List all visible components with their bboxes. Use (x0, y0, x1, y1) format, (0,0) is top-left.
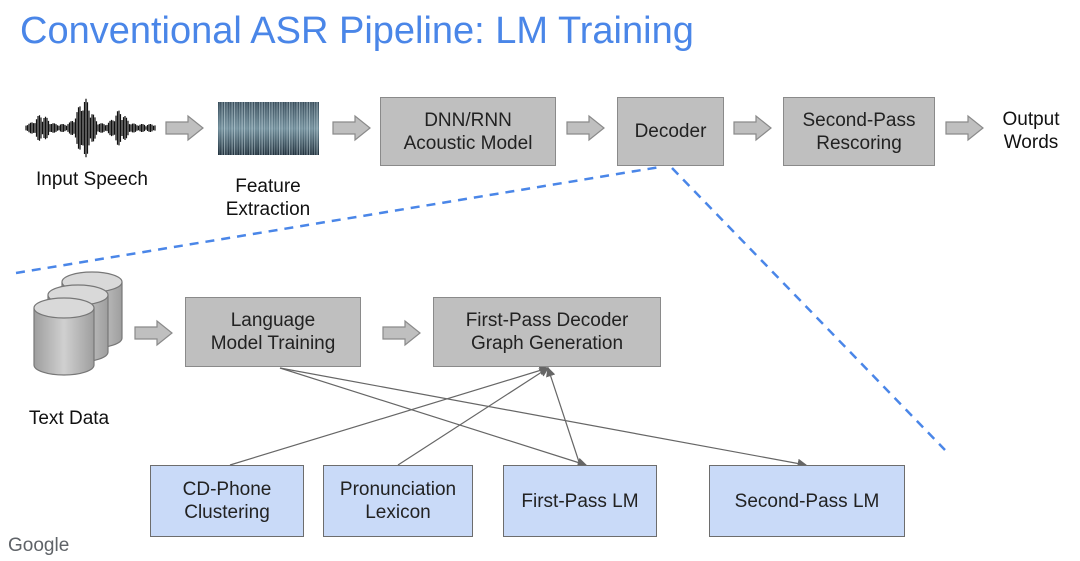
first-pass-graph-box: First-Pass Decoder Graph Generation (433, 297, 661, 367)
spectrogram-stripe (301, 102, 303, 155)
lexicon-line2: Lexicon (365, 502, 431, 523)
spectrogram-stripe (226, 102, 228, 155)
spectrogram-stripe (249, 102, 251, 155)
spectrogram-stripe (314, 102, 316, 155)
graph-gen-line1: First-Pass Decoder (465, 310, 629, 331)
google-logo: Google (8, 535, 70, 556)
feature-extraction-label: Feature Extraction (208, 175, 328, 221)
waveform-path (25, 98, 156, 158)
spectrogram-stripe (271, 102, 273, 155)
spectrogram-stripe (294, 102, 296, 155)
acoustic-model-box: DNN/RNN Acoustic Model (380, 97, 556, 166)
spectrogram-stripe (236, 102, 238, 155)
acoustic-model-line2: Acoustic Model (403, 132, 533, 154)
spectrogram-stripe (299, 102, 301, 155)
spectrogram-stripe (311, 102, 313, 155)
spectrogram-stripe (259, 102, 261, 155)
spectrogram-stripe (239, 102, 241, 155)
spectrogram-stripe (221, 102, 223, 155)
output-words-line1: Output (1002, 109, 1060, 130)
feature-extraction-line2: Extraction (225, 199, 311, 220)
spectrogram-stripe (229, 102, 231, 155)
spectrogram-stripe (269, 102, 271, 155)
zoom-dashed-lines (15, 165, 946, 451)
first-pass-lm-text: First-Pass LM (521, 490, 639, 512)
text-data-text: Text Data (28, 408, 110, 429)
output-words-line2: Words (1003, 132, 1059, 153)
cd-phone-clustering-box: CD-Phone Clustering (150, 465, 304, 537)
flow-arrows-lm (134, 319, 421, 347)
spectrogram-stripe (241, 102, 243, 155)
lm-training-line2: Model Training (210, 333, 336, 354)
decoder-box: Decoder (617, 97, 724, 166)
cd-phone-line2: Clustering (184, 502, 270, 523)
spectrogram-stripe (234, 102, 236, 155)
spectrogram-stripe (316, 102, 318, 155)
spectrogram-stripe (286, 102, 288, 155)
spectrogram-stripe (256, 102, 258, 155)
input-speech-label: Input Speech (22, 168, 162, 191)
spectrogram-stripe (264, 102, 266, 155)
cd-phone-line1: CD-Phone (182, 479, 272, 500)
lexicon-line1: Pronunciation (339, 479, 457, 500)
spectrogram-stripe (304, 102, 306, 155)
spectrogram-stripe (254, 102, 256, 155)
waveform-icon (25, 98, 156, 158)
spectrogram-stripe (279, 102, 281, 155)
spectrogram-stripe (219, 102, 221, 155)
output-words-label: Output Words (992, 108, 1070, 154)
spectrogram-stripe (261, 102, 263, 155)
spectrogram-icon (218, 102, 319, 155)
spectrogram-stripe (309, 102, 311, 155)
spectrogram-stripe (306, 102, 308, 155)
spectrogram-stripe (276, 102, 278, 155)
rescoring-line2: Rescoring (816, 132, 902, 154)
spectrogram-stripe (224, 102, 226, 155)
lm-training-line1: Language (230, 310, 316, 331)
flow-arrows-top (165, 114, 984, 142)
graph-gen-line2: Graph Generation (470, 333, 624, 354)
rescoring-line1: Second-Pass (802, 109, 916, 131)
spectrogram-stripe (274, 102, 276, 155)
spectrogram-stripe (296, 102, 298, 155)
acoustic-model-line1: DNN/RNN (424, 109, 512, 131)
second-pass-lm-box: Second-Pass LM (709, 465, 905, 537)
decoder-text: Decoder (634, 121, 707, 142)
first-pass-lm-box: First-Pass LM (503, 465, 657, 537)
database-icon (33, 271, 123, 376)
slide-title: Conventional ASR Pipeline: LM Training (20, 10, 694, 52)
spectrogram-stripe (231, 102, 233, 155)
spectrogram-stripe (244, 102, 246, 155)
dependency-arrows (229, 365, 808, 469)
spectrogram-stripe (291, 102, 293, 155)
second-pass-lm-text: Second-Pass LM (734, 490, 880, 512)
second-pass-rescoring-box: Second-Pass Rescoring (783, 97, 935, 166)
spectrogram-stripe (246, 102, 248, 155)
spectrogram-stripe (281, 102, 283, 155)
language-model-training-box: Language Model Training (185, 297, 361, 367)
input-speech-text: Input Speech (36, 169, 148, 190)
pronunciation-lexicon-box: Pronunciation Lexicon (323, 465, 473, 537)
spectrogram-stripe (251, 102, 253, 155)
spectrogram-stripe (289, 102, 291, 155)
text-data-label: Text Data (14, 407, 124, 430)
feature-extraction-line1: Feature (235, 176, 301, 197)
spectrogram-stripe (284, 102, 286, 155)
spectrogram-stripe (266, 102, 268, 155)
